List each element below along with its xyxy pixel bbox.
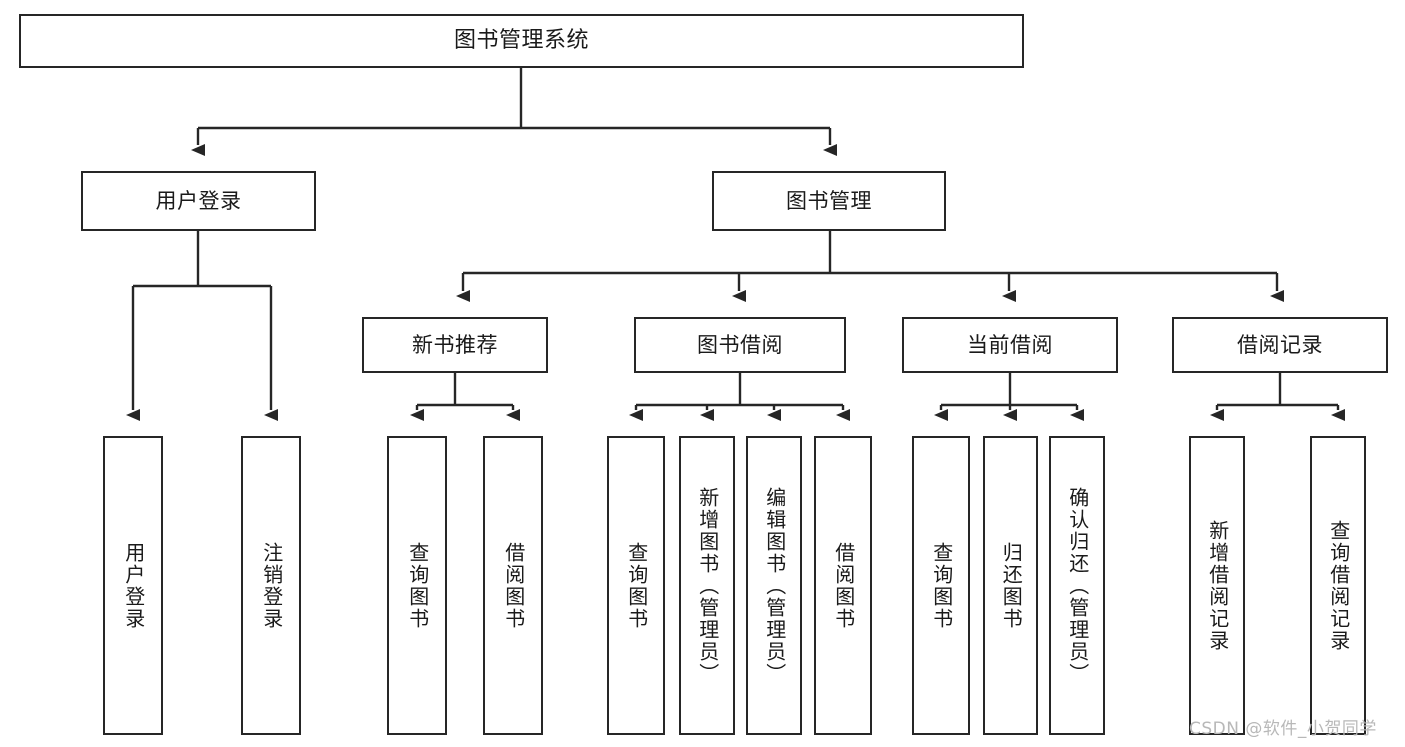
node-borrow-record[interactable]: 借阅记录 [1172,317,1388,373]
node-leaf-borrow-book-rec-label: 借阅图书 [501,541,526,630]
node-root-label: 图书管理系统 [453,28,589,54]
node-leaf-return-book-label: 归还图书 [999,541,1024,630]
node-leaf-user-login-label: 用户登录 [121,541,146,630]
node-user-login-label: 用户登录 [155,188,242,213]
node-new-book-recommend[interactable]: 新书推荐 [362,317,548,373]
node-leaf-user-logout[interactable]: 注销登录 [241,436,301,735]
node-leaf-query-book-rec[interactable]: 查询图书 [387,436,447,735]
node-leaf-query-book-borrow[interactable]: 查询图书 [607,436,665,735]
node-leaf-query-borrow-record[interactable]: 查询借阅记录 [1310,436,1366,735]
node-borrow-record-label: 借阅记录 [1237,332,1323,357]
node-leaf-add-book[interactable]: 新增图书（管理员） [679,436,735,735]
node-leaf-confirm-return-label: 确认归还（管理员） [1065,486,1090,685]
node-root[interactable]: 图书管理系统 [19,14,1024,68]
node-new-book-recommend-label: 新书推荐 [412,332,498,357]
node-book-borrow[interactable]: 图书借阅 [634,317,846,373]
node-leaf-borrow-book[interactable]: 借阅图书 [814,436,872,735]
node-book-borrow-label: 图书借阅 [697,332,783,357]
node-leaf-query-borrow-record-label: 查询借阅记录 [1326,519,1351,652]
node-leaf-add-book-label: 新增图书（管理员） [695,486,720,685]
node-leaf-query-book-cur-label: 查询图书 [929,541,954,630]
node-user-login[interactable]: 用户登录 [81,171,316,231]
node-current-borrow-label: 当前借阅 [967,332,1053,357]
node-leaf-query-book-borrow-label: 查询图书 [624,541,649,630]
node-leaf-add-borrow-record-label: 新增借阅记录 [1205,519,1230,652]
node-book-manage-label: 图书管理 [786,188,872,213]
node-leaf-user-login[interactable]: 用户登录 [103,436,163,735]
node-leaf-query-book-rec-label: 查询图书 [405,541,430,630]
node-leaf-edit-book[interactable]: 编辑图书（管理员） [746,436,802,735]
csdn-watermark: CSDN @软件_小贺同学 [1189,719,1377,739]
node-leaf-add-borrow-record[interactable]: 新增借阅记录 [1189,436,1245,735]
node-leaf-return-book[interactable]: 归还图书 [983,436,1038,735]
node-leaf-edit-book-label: 编辑图书（管理员） [762,486,787,685]
node-book-manage[interactable]: 图书管理 [712,171,946,231]
node-leaf-borrow-book-label: 借阅图书 [831,541,856,630]
node-current-borrow[interactable]: 当前借阅 [902,317,1118,373]
node-leaf-confirm-return[interactable]: 确认归还（管理员） [1049,436,1105,735]
node-leaf-query-book-cur[interactable]: 查询图书 [912,436,970,735]
node-leaf-user-logout-label: 注销登录 [259,541,284,630]
node-leaf-borrow-book-rec[interactable]: 借阅图书 [483,436,543,735]
